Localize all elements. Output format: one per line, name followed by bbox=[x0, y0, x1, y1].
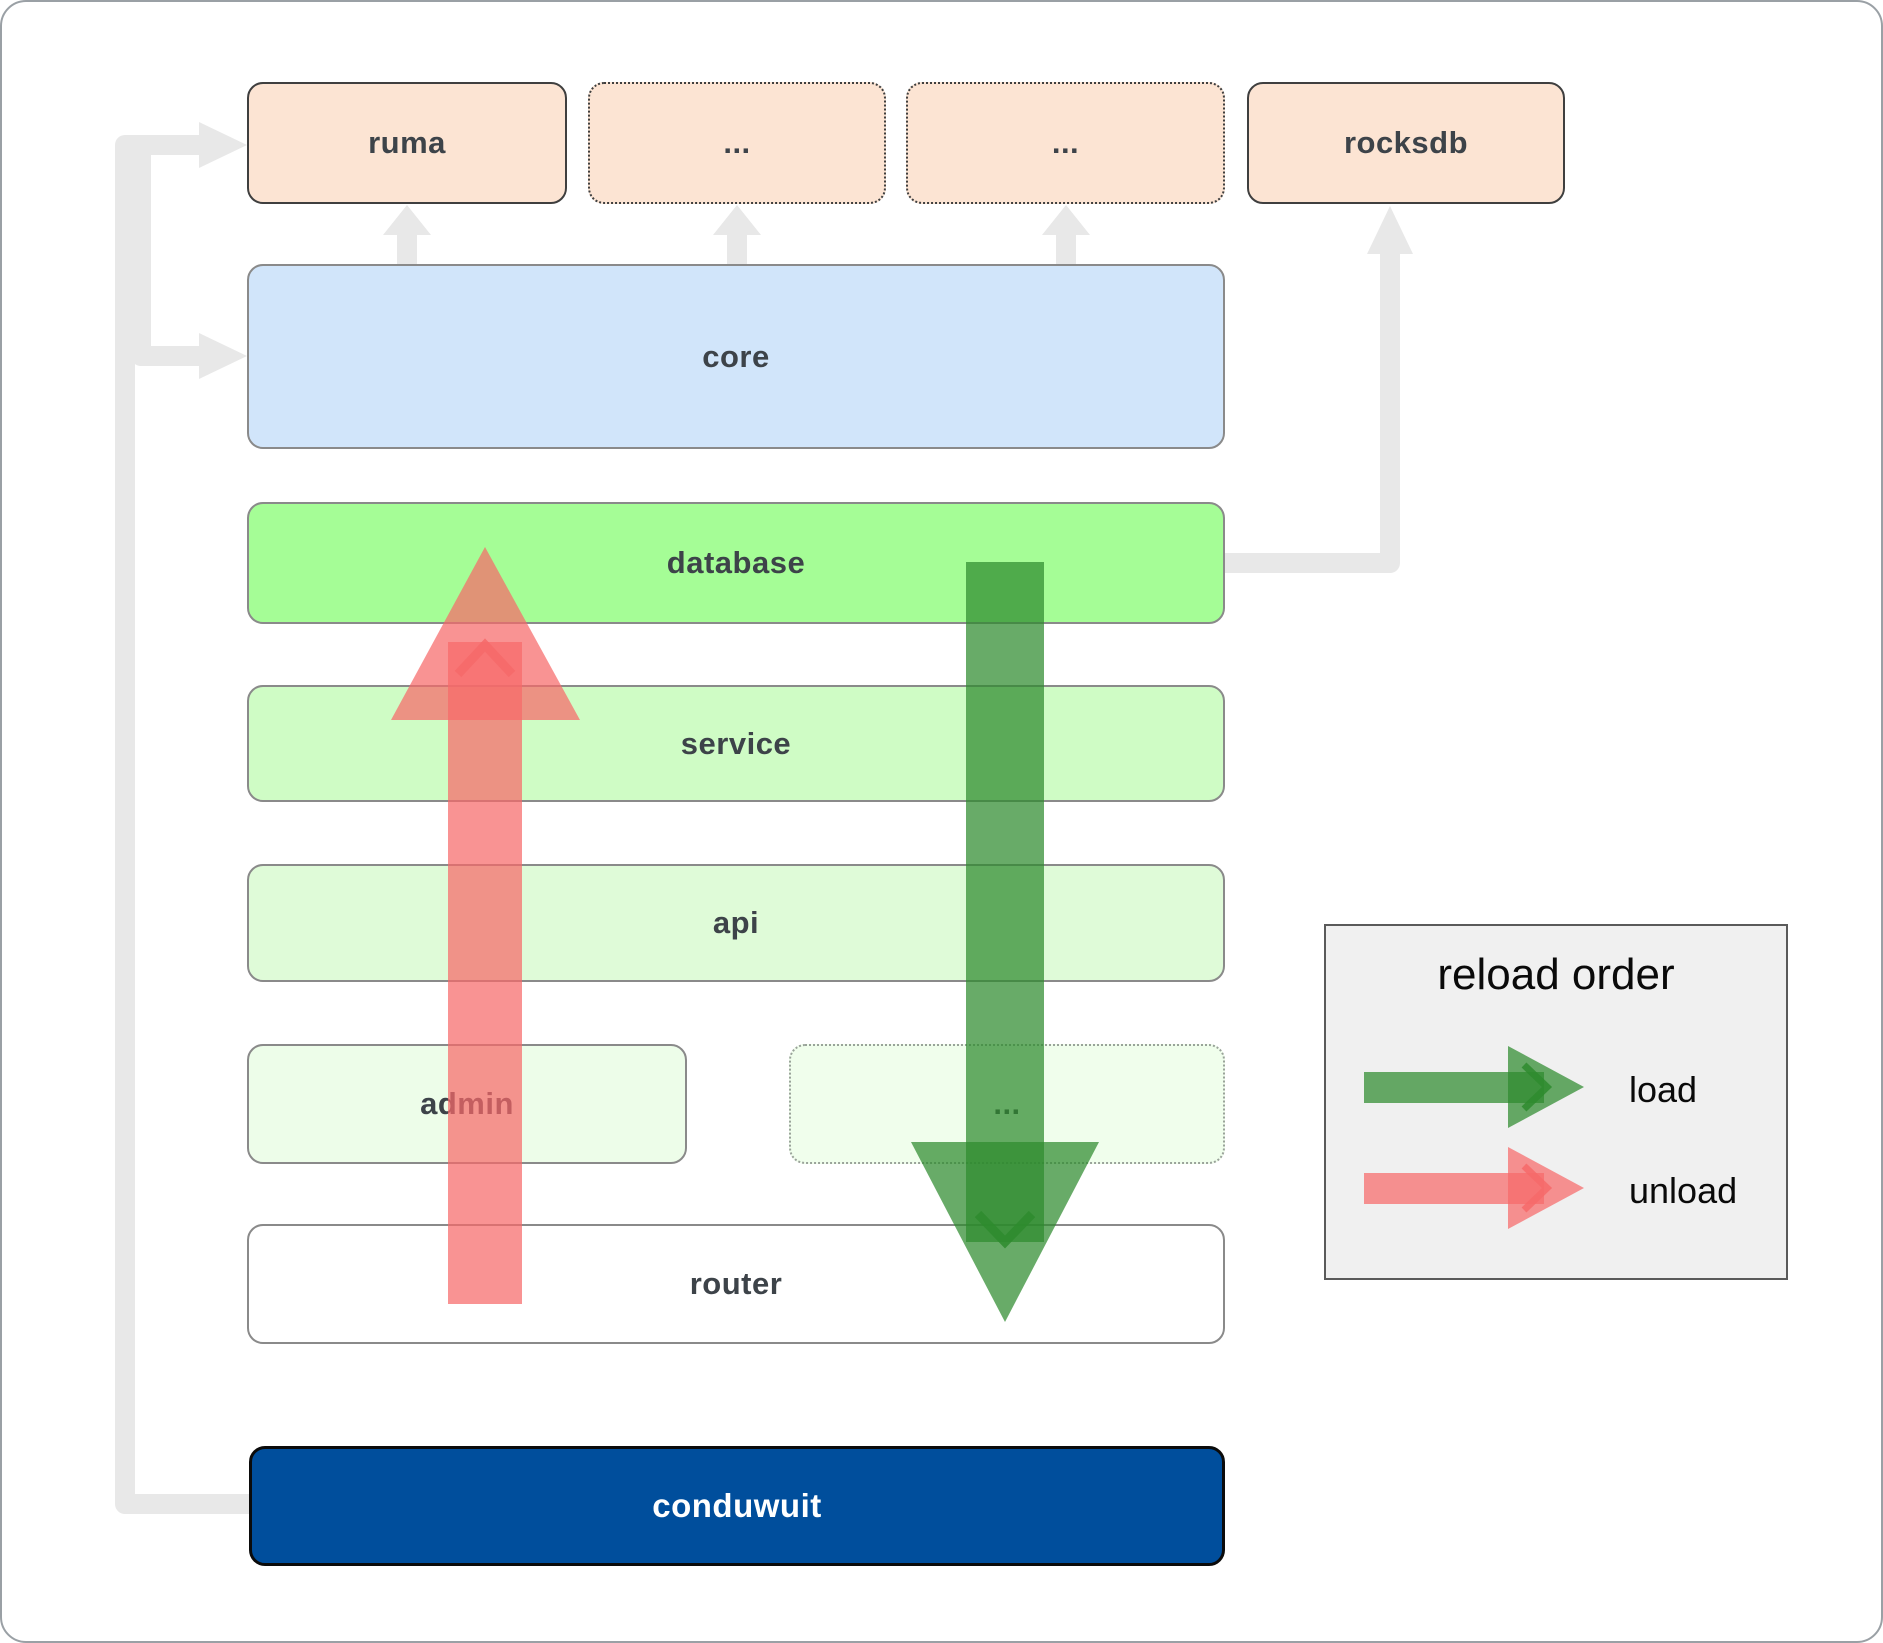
legend-title: reload order bbox=[1437, 950, 1675, 999]
connector-conduwuit-core-arrowhead bbox=[199, 333, 247, 379]
node-conduwuit: conduwuit bbox=[249, 1446, 1225, 1566]
node-dots-admin-label: ... bbox=[993, 1086, 1021, 1121]
node-dots-top-1-label: ... bbox=[723, 125, 751, 160]
legend-load-label: load bbox=[1629, 1069, 1698, 1110]
node-ruma-label: ruma bbox=[368, 125, 446, 160]
node-database-label: database bbox=[666, 545, 806, 580]
node-api-label: api bbox=[712, 905, 760, 940]
node-core: core bbox=[247, 264, 1225, 449]
node-api: api bbox=[247, 864, 1225, 982]
unload-arrow-marker-icon bbox=[454, 638, 516, 678]
connector-core-ruma-arrowhead bbox=[383, 205, 431, 235]
connector-core-dots2-arrowhead bbox=[1042, 205, 1090, 235]
legend-unload-label: unload bbox=[1629, 1170, 1738, 1211]
node-dots-admin: ... bbox=[789, 1044, 1225, 1164]
connector-core-ruma-body bbox=[397, 233, 417, 264]
connector-core-dots2-body bbox=[1056, 233, 1076, 264]
node-rocksdb: rocksdb bbox=[1247, 82, 1565, 204]
connector-conduwuit-ruma-arrowhead bbox=[199, 122, 247, 168]
connector-conduwuit-ruma bbox=[115, 135, 249, 1514]
node-router: router bbox=[247, 1224, 1225, 1344]
connector-conduwuit-core bbox=[131, 152, 199, 366]
node-service: service bbox=[247, 685, 1225, 802]
node-ruma: ruma bbox=[247, 82, 567, 204]
node-router-label: router bbox=[689, 1266, 783, 1301]
node-core-label: core bbox=[702, 338, 770, 374]
node-database: database bbox=[247, 502, 1225, 624]
node-admin-label: admin bbox=[420, 1086, 514, 1121]
connector-database-rocksdb-arrowhead bbox=[1367, 206, 1413, 254]
node-admin: admin bbox=[247, 1044, 687, 1164]
connector-core-dots1-body bbox=[727, 233, 747, 264]
node-dots-top-1: ... bbox=[588, 82, 886, 204]
node-dots-top-2: ... bbox=[906, 82, 1225, 204]
connector-core-dots1-arrowhead bbox=[713, 205, 761, 235]
node-rocksdb-label: rocksdb bbox=[1343, 125, 1469, 160]
node-dots-top-2-label: ... bbox=[1051, 125, 1080, 160]
node-service-label: service bbox=[680, 725, 792, 761]
node-conduwuit-label: conduwuit bbox=[652, 1487, 822, 1524]
connector-database-rocksdb bbox=[1225, 253, 1400, 573]
legend-box: reload order load unload bbox=[1324, 924, 1788, 1280]
